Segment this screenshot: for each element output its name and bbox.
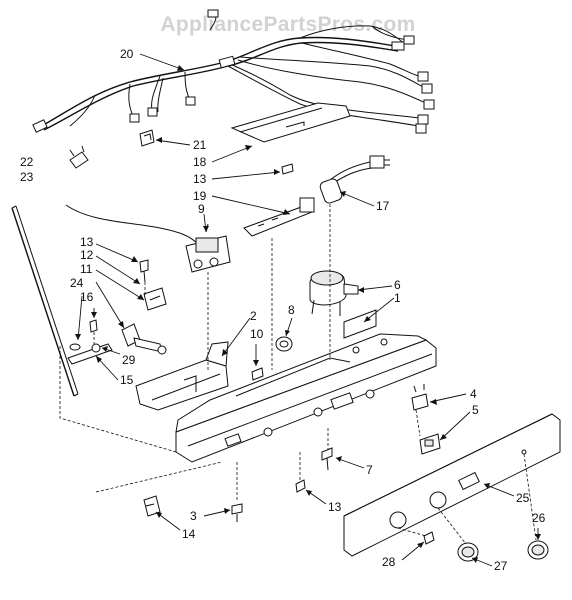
callout-label: 29 [122, 353, 136, 367]
callout-labels: 20 21 18 13 19 17 22 23 9 13 12 11 24 16… [20, 47, 546, 573]
callout-label: 13 [80, 235, 94, 249]
sensor-part-17 [319, 155, 390, 204]
control-housing-1 [175, 309, 437, 463]
knob-part-26 [527, 540, 549, 560]
callout-label: 16 [80, 290, 94, 304]
callout-label: 14 [182, 527, 196, 541]
callout-label: 21 [193, 138, 207, 152]
callout-label: 15 [120, 373, 134, 387]
callout-label: 13 [193, 172, 207, 186]
callout-label: 22 [20, 155, 34, 169]
alignment-lines [59, 204, 537, 545]
thermostat-part-9 [65, 204, 231, 273]
screw-13-upper [281, 163, 294, 175]
screw-part-10 [251, 367, 264, 381]
watermark-text: AppliancePartsPros.com [160, 13, 415, 36]
wire-harness [32, 9, 435, 134]
damper-control-6 [309, 270, 359, 316]
screw-13-left [139, 259, 149, 283]
callout-label: 24 [70, 276, 84, 290]
callout-label: 11 [80, 262, 93, 276]
callout-label: 1 [394, 291, 401, 305]
lever-part-15 [67, 343, 113, 365]
leader-lines [75, 53, 541, 567]
clip-part-14 [143, 495, 161, 517]
front-panel-25 [343, 413, 561, 557]
callout-label: 19 [193, 189, 207, 203]
knob-part-27 [457, 542, 479, 562]
callout-label: 27 [494, 559, 508, 573]
washer-part-24 [69, 343, 81, 351]
callout-label: 23 [20, 170, 34, 184]
callout-label: 6 [394, 278, 401, 292]
clip-part-28 [423, 531, 435, 545]
switch-part-5 [419, 433, 441, 455]
rod-part-23 [11, 205, 79, 397]
callout-label: 3 [190, 509, 197, 523]
mounting-bracket-2 [135, 341, 229, 411]
callout-label: 8 [288, 303, 295, 317]
switch-part-4 [411, 384, 429, 411]
callout-label: 18 [193, 155, 207, 169]
screw-part-16 [89, 319, 98, 333]
callout-label: 28 [382, 555, 396, 569]
callout-label: 17 [376, 199, 390, 213]
screw-13-lower [295, 479, 306, 493]
callout-label: 10 [250, 327, 264, 341]
screw-part-3 [231, 503, 243, 522]
callout-label: 20 [120, 47, 134, 61]
callout-label: 12 [80, 248, 94, 262]
screw-part-7 [321, 447, 333, 471]
bracket-part-22 [69, 145, 89, 169]
light-socket-19 [243, 197, 315, 237]
callout-label: 9 [198, 202, 205, 216]
callout-label: 2 [250, 309, 257, 323]
callout-label: 25 [516, 491, 530, 505]
callout-label: 7 [366, 463, 373, 477]
callout-label: 4 [470, 387, 477, 401]
callout-label: 26 [532, 511, 546, 525]
bracket-part-11 [143, 287, 167, 311]
grommet-part-8 [275, 336, 293, 352]
callout-label: 5 [472, 403, 479, 417]
cover-plate [230, 102, 351, 143]
clip-part-21 [139, 129, 155, 147]
callout-label: 13 [328, 500, 342, 514]
shaft-part-29 [121, 323, 167, 355]
